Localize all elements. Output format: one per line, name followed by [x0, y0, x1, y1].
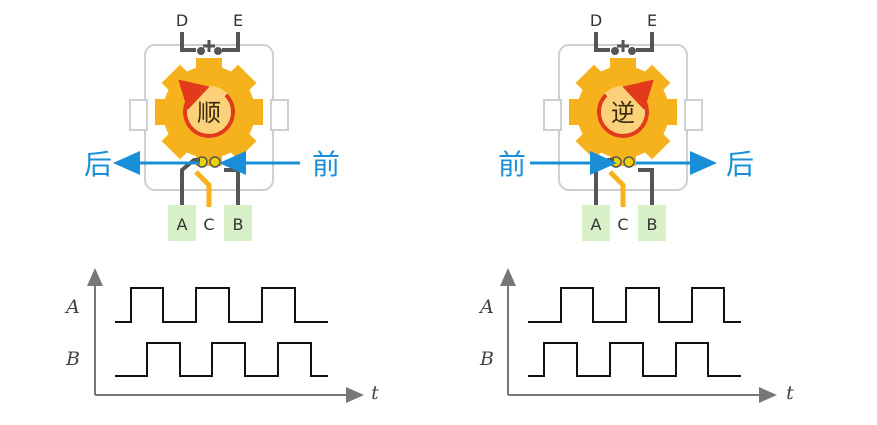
switch-pin-d [180, 32, 196, 52]
waveform-b [115, 342, 328, 377]
pin-highlight-b [638, 205, 666, 241]
pin-label-d: D [176, 11, 188, 30]
rotation-direction-label: 逆 [611, 99, 635, 127]
pin-label-e: E [647, 11, 657, 30]
axis-label-t: t [786, 382, 794, 404]
direction-label-right: 前 [312, 148, 340, 181]
pin-highlight-a [168, 205, 196, 241]
encoder-left: D E 顺 后 前 A C B [84, 11, 340, 241]
pin-highlight-a [582, 205, 610, 241]
pin-label-c: C [203, 215, 214, 234]
waveform-a [115, 287, 328, 323]
pin-label-c: C [617, 215, 628, 234]
switch-pin-e [636, 32, 654, 52]
signal-label-b: B [479, 348, 494, 370]
lead-c [194, 170, 212, 207]
pin-highlight-b [224, 205, 252, 241]
axis-label-t: t [371, 382, 379, 404]
timing-diagram-left: t A B [64, 268, 379, 404]
housing-tab-right [684, 99, 703, 131]
wiper-contact [209, 156, 221, 168]
switch-contact [628, 47, 636, 55]
lead-b [638, 168, 654, 207]
direction-label-left: 前 [498, 148, 526, 181]
gear-icon [155, 58, 263, 166]
housing-tab-left [543, 99, 562, 131]
pin-label-a: A [177, 215, 188, 234]
switch-plus-icon [617, 40, 629, 52]
lead-a [180, 158, 200, 207]
housing-tab-left [129, 99, 148, 131]
pin-label-b: B [647, 215, 658, 234]
waveform-b [528, 342, 741, 377]
switch-pin-d [594, 32, 610, 52]
rotation-arrow-icon [178, 79, 235, 138]
housing-tab-right [270, 99, 289, 131]
waveform-a [528, 287, 741, 323]
switch-contact [197, 47, 205, 55]
direction-label-right: 后 [726, 148, 754, 181]
pin-label-e: E [233, 11, 243, 30]
pin-label-b: B [233, 215, 244, 234]
pin-label-d: D [590, 11, 602, 30]
timing-diagram-right: t A B [478, 268, 794, 404]
signal-label-b: B [65, 348, 80, 370]
switch-contact [611, 47, 619, 55]
wiper-contact [623, 156, 635, 168]
signal-label-a: A [478, 296, 494, 318]
direction-label-left: 后 [84, 148, 112, 181]
switch-pin-e [222, 32, 240, 52]
switch-contact [214, 47, 222, 55]
rotation-arrow-icon [597, 79, 654, 138]
signal-label-a: A [64, 296, 80, 318]
switch-plus-icon [203, 40, 215, 52]
lead-c [608, 170, 626, 207]
pin-label-a: A [591, 215, 602, 234]
rotation-direction-label: 顺 [197, 99, 221, 127]
encoder-right: D E 逆 前 后 A C B [498, 11, 754, 241]
